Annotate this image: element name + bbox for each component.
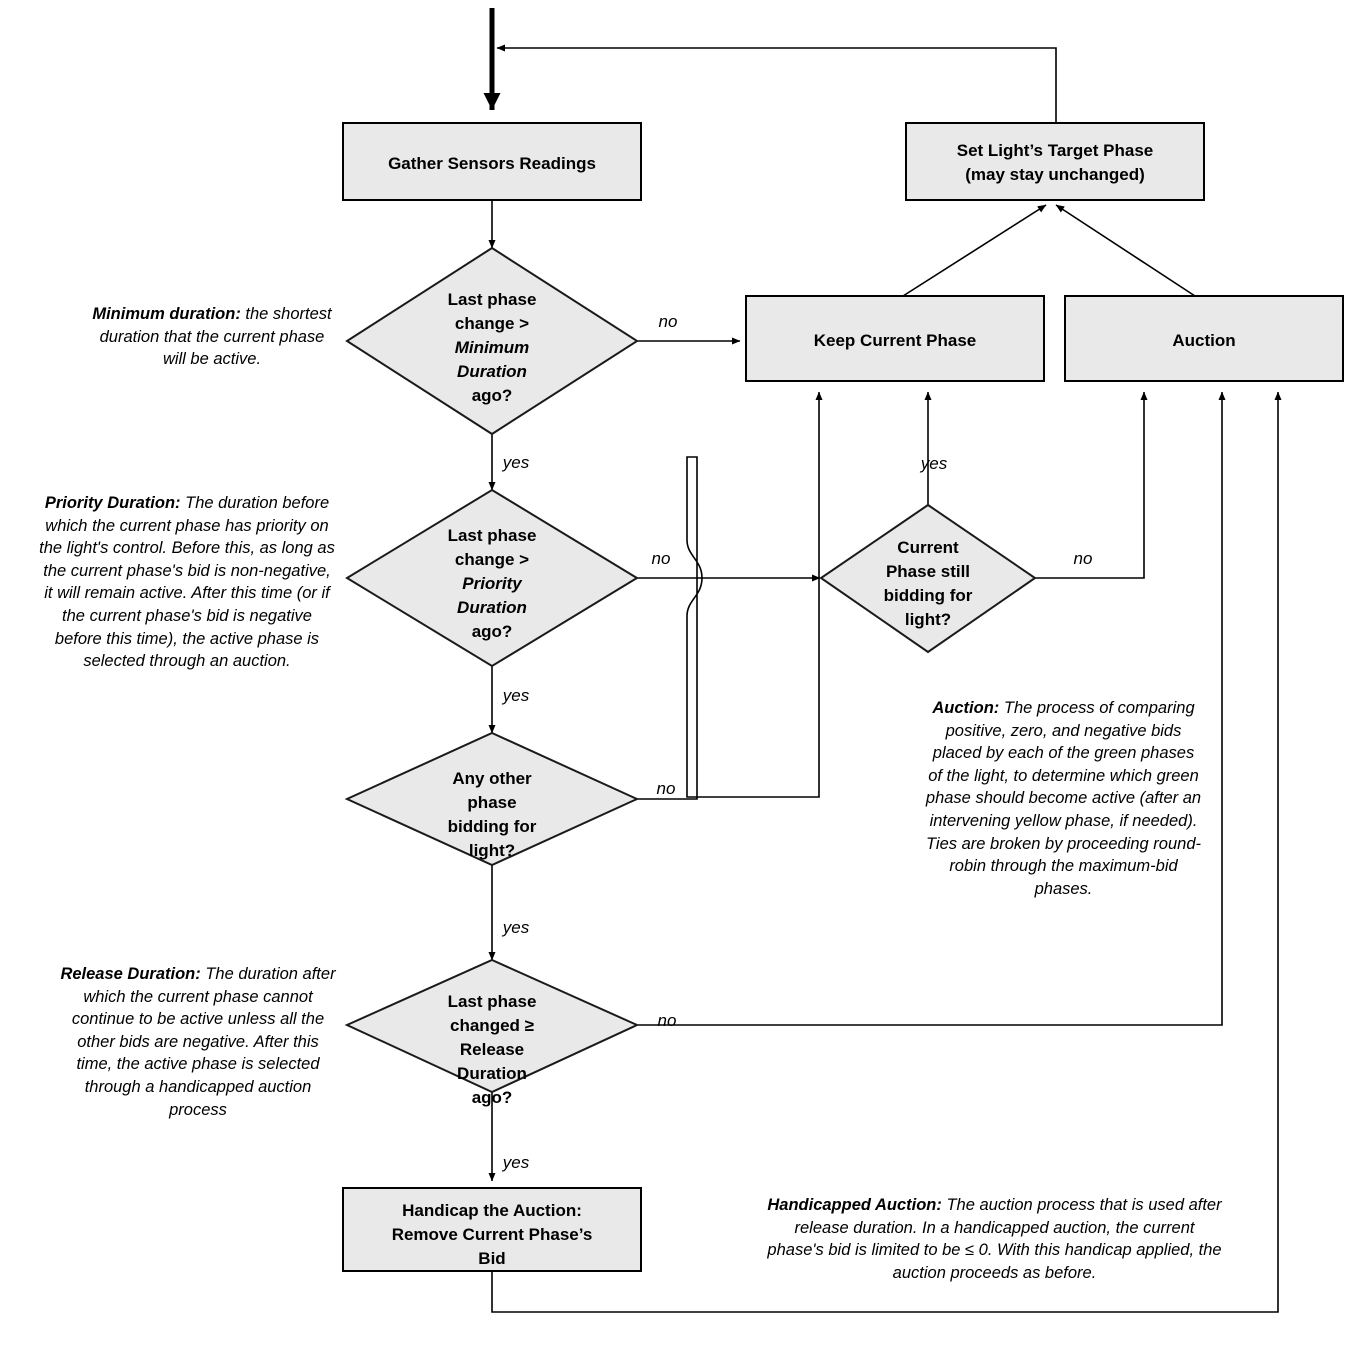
node-priodur-line3: Priority bbox=[462, 574, 523, 593]
node-auction-label: Auction bbox=[1172, 331, 1235, 350]
edge-handicap-to-auction bbox=[491, 391, 1282, 1313]
edge-label-min-yes: yes bbox=[502, 453, 530, 472]
edge-label-anyother-yes: yes bbox=[502, 918, 530, 937]
note-priority-duration-term: Priority Duration: bbox=[44, 494, 181, 512]
edge-label-prio-yes: yes bbox=[502, 686, 530, 705]
node-reldur-line2: changed ≥ bbox=[450, 1016, 534, 1035]
node-last-phase-change-minimum-duration[interactable]: Last phase change > Minimum Duration ago… bbox=[345, 246, 639, 436]
node-handicap-line2: Remove Current Phase’s bbox=[392, 1225, 593, 1244]
node-priodur-line4: Duration bbox=[457, 598, 527, 617]
node-anyother-line2: phase bbox=[467, 793, 516, 812]
edge-label-reldur-no: no bbox=[658, 1011, 677, 1030]
node-any-other-phase-bidding[interactable]: Any other phase bidding for light? bbox=[344, 731, 640, 867]
node-keep-current-phase[interactable]: Keep Current Phase bbox=[745, 295, 1045, 382]
edge-label-curbid-yes: yes bbox=[920, 454, 948, 473]
node-settarget-label-line1: Set Light’s Target Phase bbox=[957, 141, 1154, 160]
node-auction[interactable]: Auction bbox=[1064, 295, 1344, 382]
node-gather-sensors-readings[interactable]: Gather Sensors Readings bbox=[342, 122, 642, 201]
node-priodur-line2: change > bbox=[455, 550, 529, 569]
node-reldur-line5: ago? bbox=[472, 1088, 513, 1107]
edge-keep-to-settarget bbox=[902, 204, 1047, 297]
note-handicapped-auction-term: Handicapped Auction: bbox=[767, 1196, 942, 1214]
node-reldur-line3: Release bbox=[460, 1040, 524, 1059]
node-curbid-line3: bidding for bbox=[884, 586, 973, 605]
node-reldur-line1: Last phase bbox=[448, 992, 537, 1011]
node-handicap-line3: Bid bbox=[478, 1249, 505, 1268]
node-mindur-line4: Duration bbox=[457, 362, 527, 381]
note-release-duration-body: The duration after which the current pha… bbox=[71, 965, 336, 1119]
node-mindur-line5: ago? bbox=[472, 386, 513, 405]
node-last-phase-changed-release-duration[interactable]: Last phase changed ≥ Release Duration ag… bbox=[344, 958, 640, 1107]
note-auction-term: Auction: bbox=[932, 699, 1000, 717]
node-mindur-line3: Minimum bbox=[455, 338, 530, 357]
edge-auction-to-settarget bbox=[1055, 204, 1196, 297]
note-handicapped-auction: Handicapped Auction: The auction process… bbox=[767, 1194, 1222, 1284]
note-release-duration-term: Release Duration: bbox=[60, 965, 201, 983]
node-curbid-line4: light? bbox=[905, 610, 951, 629]
note-auction-body: The process of comparing positive, zero,… bbox=[925, 699, 1202, 898]
note-priority-duration-body: The duration before which the current ph… bbox=[39, 494, 335, 671]
node-curbid-line2: Phase still bbox=[886, 562, 970, 581]
note-minimum-duration: Minimum duration: the shortest duration … bbox=[88, 303, 336, 371]
edge-anyother-no-to-keep bbox=[637, 391, 823, 800]
node-curbid-line1: Current bbox=[897, 538, 959, 557]
note-release-duration: Release Duration: The duration after whi… bbox=[60, 963, 336, 1121]
node-anyother-line1: Any other bbox=[452, 769, 532, 788]
node-current-phase-still-bidding[interactable]: Current Phase still bidding for light? bbox=[819, 503, 1037, 654]
node-anyother-line4: light? bbox=[469, 841, 515, 860]
node-priodur-line1: Last phase bbox=[448, 526, 537, 545]
edge-settarget-loopback bbox=[496, 44, 1057, 123]
edge-label-min-no: no bbox=[659, 312, 678, 331]
node-reldur-line4: Duration bbox=[457, 1064, 527, 1083]
edge-reldur-no-to-auction bbox=[637, 391, 1226, 1026]
node-set-lights-target-phase[interactable]: Set Light’s Target Phase (may stay uncha… bbox=[905, 122, 1205, 201]
node-mindur-line1: Last phase bbox=[448, 290, 537, 309]
node-gather-label: Gather Sensors Readings bbox=[388, 154, 596, 173]
note-handicapped-auction-body: The auction process that is used after r… bbox=[767, 1196, 1222, 1282]
node-priodur-line5: ago? bbox=[472, 622, 513, 641]
note-priority-duration: Priority Duration: The duration before w… bbox=[38, 492, 336, 673]
node-mindur-line2: change > bbox=[455, 314, 529, 333]
node-settarget-label-line2: (may stay unchanged) bbox=[965, 165, 1145, 184]
note-minimum-duration-body: the shortest duration that the current p… bbox=[99, 305, 332, 369]
note-minimum-duration-term: Minimum duration: bbox=[92, 305, 241, 323]
edge-curbid-no-to-auction bbox=[1035, 391, 1148, 579]
edge-label-anyother-no: no bbox=[657, 779, 676, 798]
edge-label-curbid-no: no bbox=[1074, 549, 1093, 568]
node-anyother-line3: bidding for bbox=[448, 817, 537, 836]
node-handicap-line1: Handicap the Auction: bbox=[402, 1201, 582, 1220]
note-auction: Auction: The process of comparing positi… bbox=[925, 697, 1202, 900]
node-handicap-the-auction[interactable]: Handicap the Auction: Remove Current Pha… bbox=[342, 1187, 642, 1272]
node-last-phase-change-priority-duration[interactable]: Last phase change > Priority Duration ag… bbox=[345, 488, 639, 668]
edge-label-prio-no: no bbox=[652, 549, 671, 568]
edge-label-reldur-yes: yes bbox=[502, 1153, 530, 1172]
node-keep-label: Keep Current Phase bbox=[814, 331, 977, 350]
